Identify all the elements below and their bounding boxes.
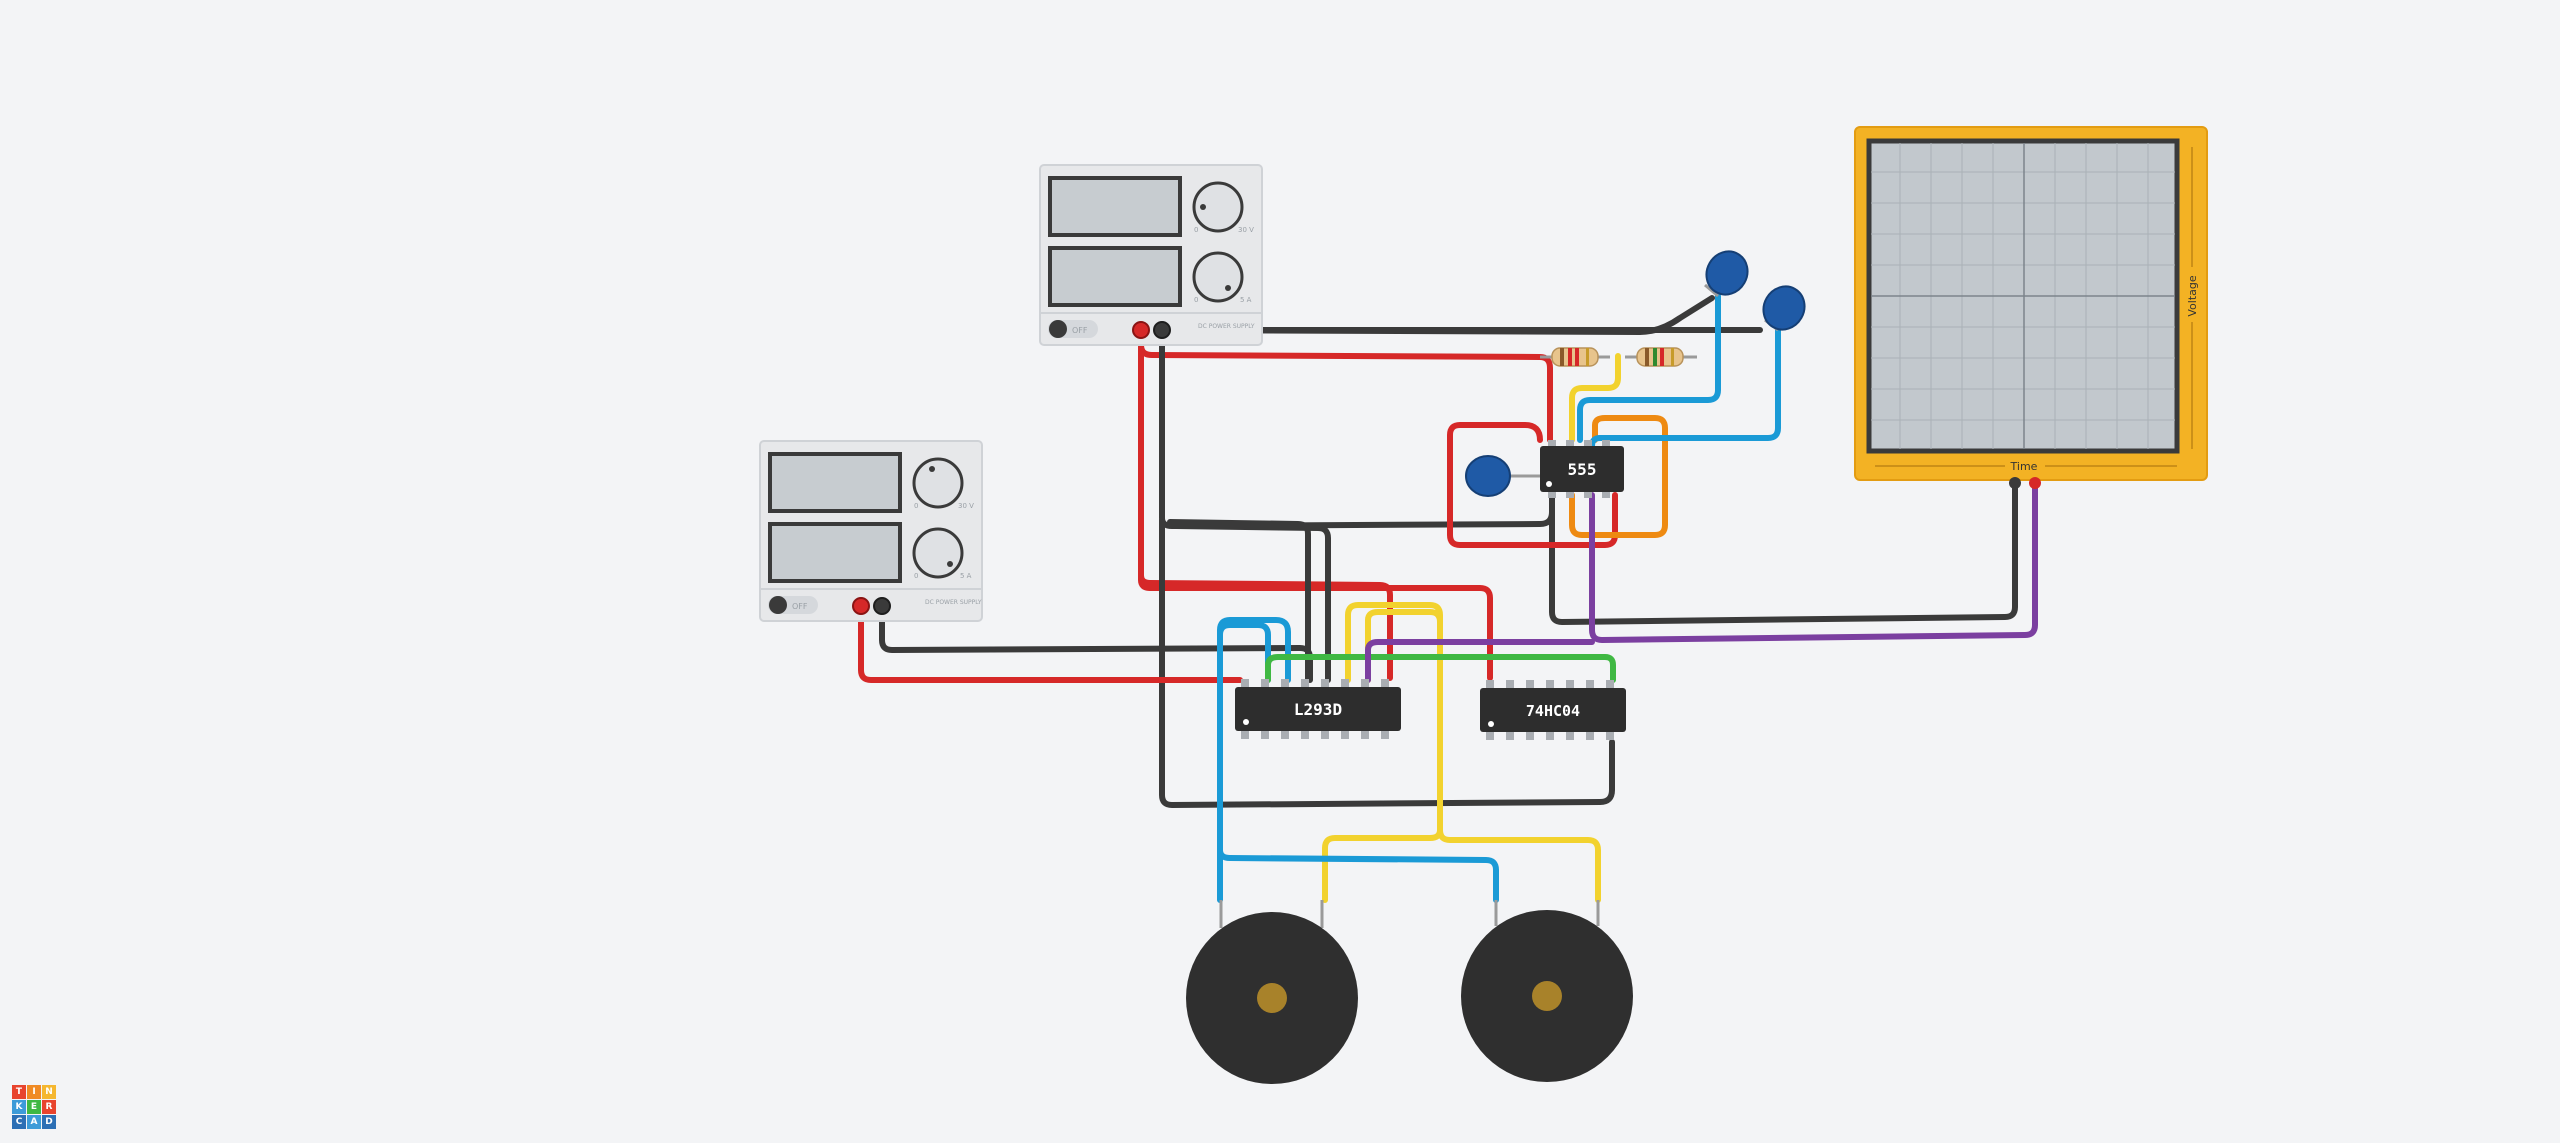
logo-letter: D xyxy=(42,1115,56,1129)
wire-black-left-psu[interactable] xyxy=(879,602,1313,683)
switch-label: OFF xyxy=(792,602,808,611)
voltage-display xyxy=(768,452,902,513)
chip-label-74hc04: 74HC04 xyxy=(1526,702,1580,720)
capacitor-1[interactable] xyxy=(1699,244,1756,302)
chip-l293d[interactable]: L293D xyxy=(1235,679,1401,739)
wire-black-scope[interactable] xyxy=(1549,479,2018,625)
current-knob[interactable] xyxy=(1192,251,1244,303)
logo-letter: E xyxy=(27,1100,41,1114)
scale-v-min: 0 xyxy=(1194,226,1198,234)
oscilloscope[interactable]: Time Voltage xyxy=(1854,126,2208,489)
wire-black-top-psu-long[interactable] xyxy=(1159,517,1615,808)
resistor-1[interactable] xyxy=(1540,347,1610,367)
logo-letter: I xyxy=(27,1085,41,1099)
wire-purple-l293d[interactable] xyxy=(1365,639,1595,683)
wire-red-top-psu-l293d[interactable] xyxy=(1138,572,1393,681)
wire-yellow-l293d[interactable] xyxy=(1322,602,1443,903)
negative-terminal[interactable] xyxy=(1153,321,1171,339)
psu-brand: DC POWER SUPPLY xyxy=(925,599,982,606)
switch-label: OFF xyxy=(1072,326,1088,335)
logo-letter: A xyxy=(27,1115,41,1129)
scale-a-max: 5 A xyxy=(1240,296,1252,304)
wire-orange[interactable] xyxy=(1569,415,1668,538)
wire-yellow-l293d-2[interactable] xyxy=(1365,609,1601,903)
scale-a-min: 0 xyxy=(914,572,918,580)
74hc04-pins xyxy=(1486,680,1614,740)
current-display xyxy=(1048,246,1182,307)
scope-probe-positive[interactable] xyxy=(2029,477,2041,489)
power-supply-left[interactable]: 0 30 V 0 5 A OFF DC POWER SUPPLY xyxy=(759,440,983,622)
scale-v-max: 30 V xyxy=(958,502,974,510)
negative-terminal[interactable] xyxy=(873,597,891,615)
psu-brand: DC POWER SUPPLY xyxy=(1198,323,1255,330)
scale-a-min: 0 xyxy=(1194,296,1198,304)
tinkercad-logo[interactable]: T I N K E R C A D xyxy=(12,1085,56,1129)
wire-blue-l293d-2[interactable] xyxy=(1217,617,1499,903)
scope-x-label: Time xyxy=(2010,460,2038,473)
logo-letter: N xyxy=(42,1085,56,1099)
scale-a-max: 5 A xyxy=(960,572,972,580)
voltage-display xyxy=(1048,176,1182,237)
scale-v-max: 30 V xyxy=(1238,226,1254,234)
wire-blue-capacitor-1[interactable] xyxy=(1577,293,1721,443)
logo-letter: K xyxy=(12,1100,26,1114)
power-supply-top[interactable]: 0 30 V 0 5 A OFF DC POWER SUPPLY xyxy=(1039,164,1263,346)
logo-letter: R xyxy=(42,1100,56,1114)
piezo-buzzer-left[interactable] xyxy=(1186,900,1358,1084)
capacitor-3[interactable] xyxy=(1465,455,1540,497)
wires xyxy=(858,293,2038,903)
resistor-2[interactable] xyxy=(1625,347,1697,367)
positive-terminal[interactable] xyxy=(852,597,870,615)
capacitor-2[interactable] xyxy=(1756,279,1813,337)
wire-purple[interactable] xyxy=(1589,479,2038,643)
scale-v-min: 0 xyxy=(914,502,918,510)
chip-label-l293d: L293D xyxy=(1294,700,1342,719)
wire-red-left-psu[interactable] xyxy=(858,602,1243,683)
scope-y-label: Voltage xyxy=(2186,275,2199,316)
scope-probe-negative[interactable] xyxy=(2009,477,2021,489)
chip-74hc04[interactable]: 74HC04 xyxy=(1480,680,1626,740)
chip-555[interactable]: 555 xyxy=(1540,440,1624,498)
current-knob[interactable] xyxy=(912,527,964,579)
voltage-knob[interactable] xyxy=(912,457,964,509)
wire-yellow-resistor[interactable] xyxy=(1569,353,1621,443)
current-display xyxy=(768,522,902,583)
l293d-pins xyxy=(1241,679,1389,739)
chip-label-555: 555 xyxy=(1568,460,1597,479)
wire-red-555-loop[interactable] xyxy=(1447,422,1618,548)
wire-black-top-psu-l293d-b[interactable] xyxy=(1173,523,1331,683)
logo-letter: C xyxy=(12,1115,26,1129)
wire-blue-capacitor-2[interactable] xyxy=(1589,327,1781,449)
logo-letter: T xyxy=(12,1085,26,1099)
positive-terminal[interactable] xyxy=(1132,321,1150,339)
wire-green[interactable] xyxy=(1265,654,1616,683)
piezo-buzzer-right[interactable] xyxy=(1461,900,1633,1082)
voltage-knob[interactable] xyxy=(1192,181,1244,233)
